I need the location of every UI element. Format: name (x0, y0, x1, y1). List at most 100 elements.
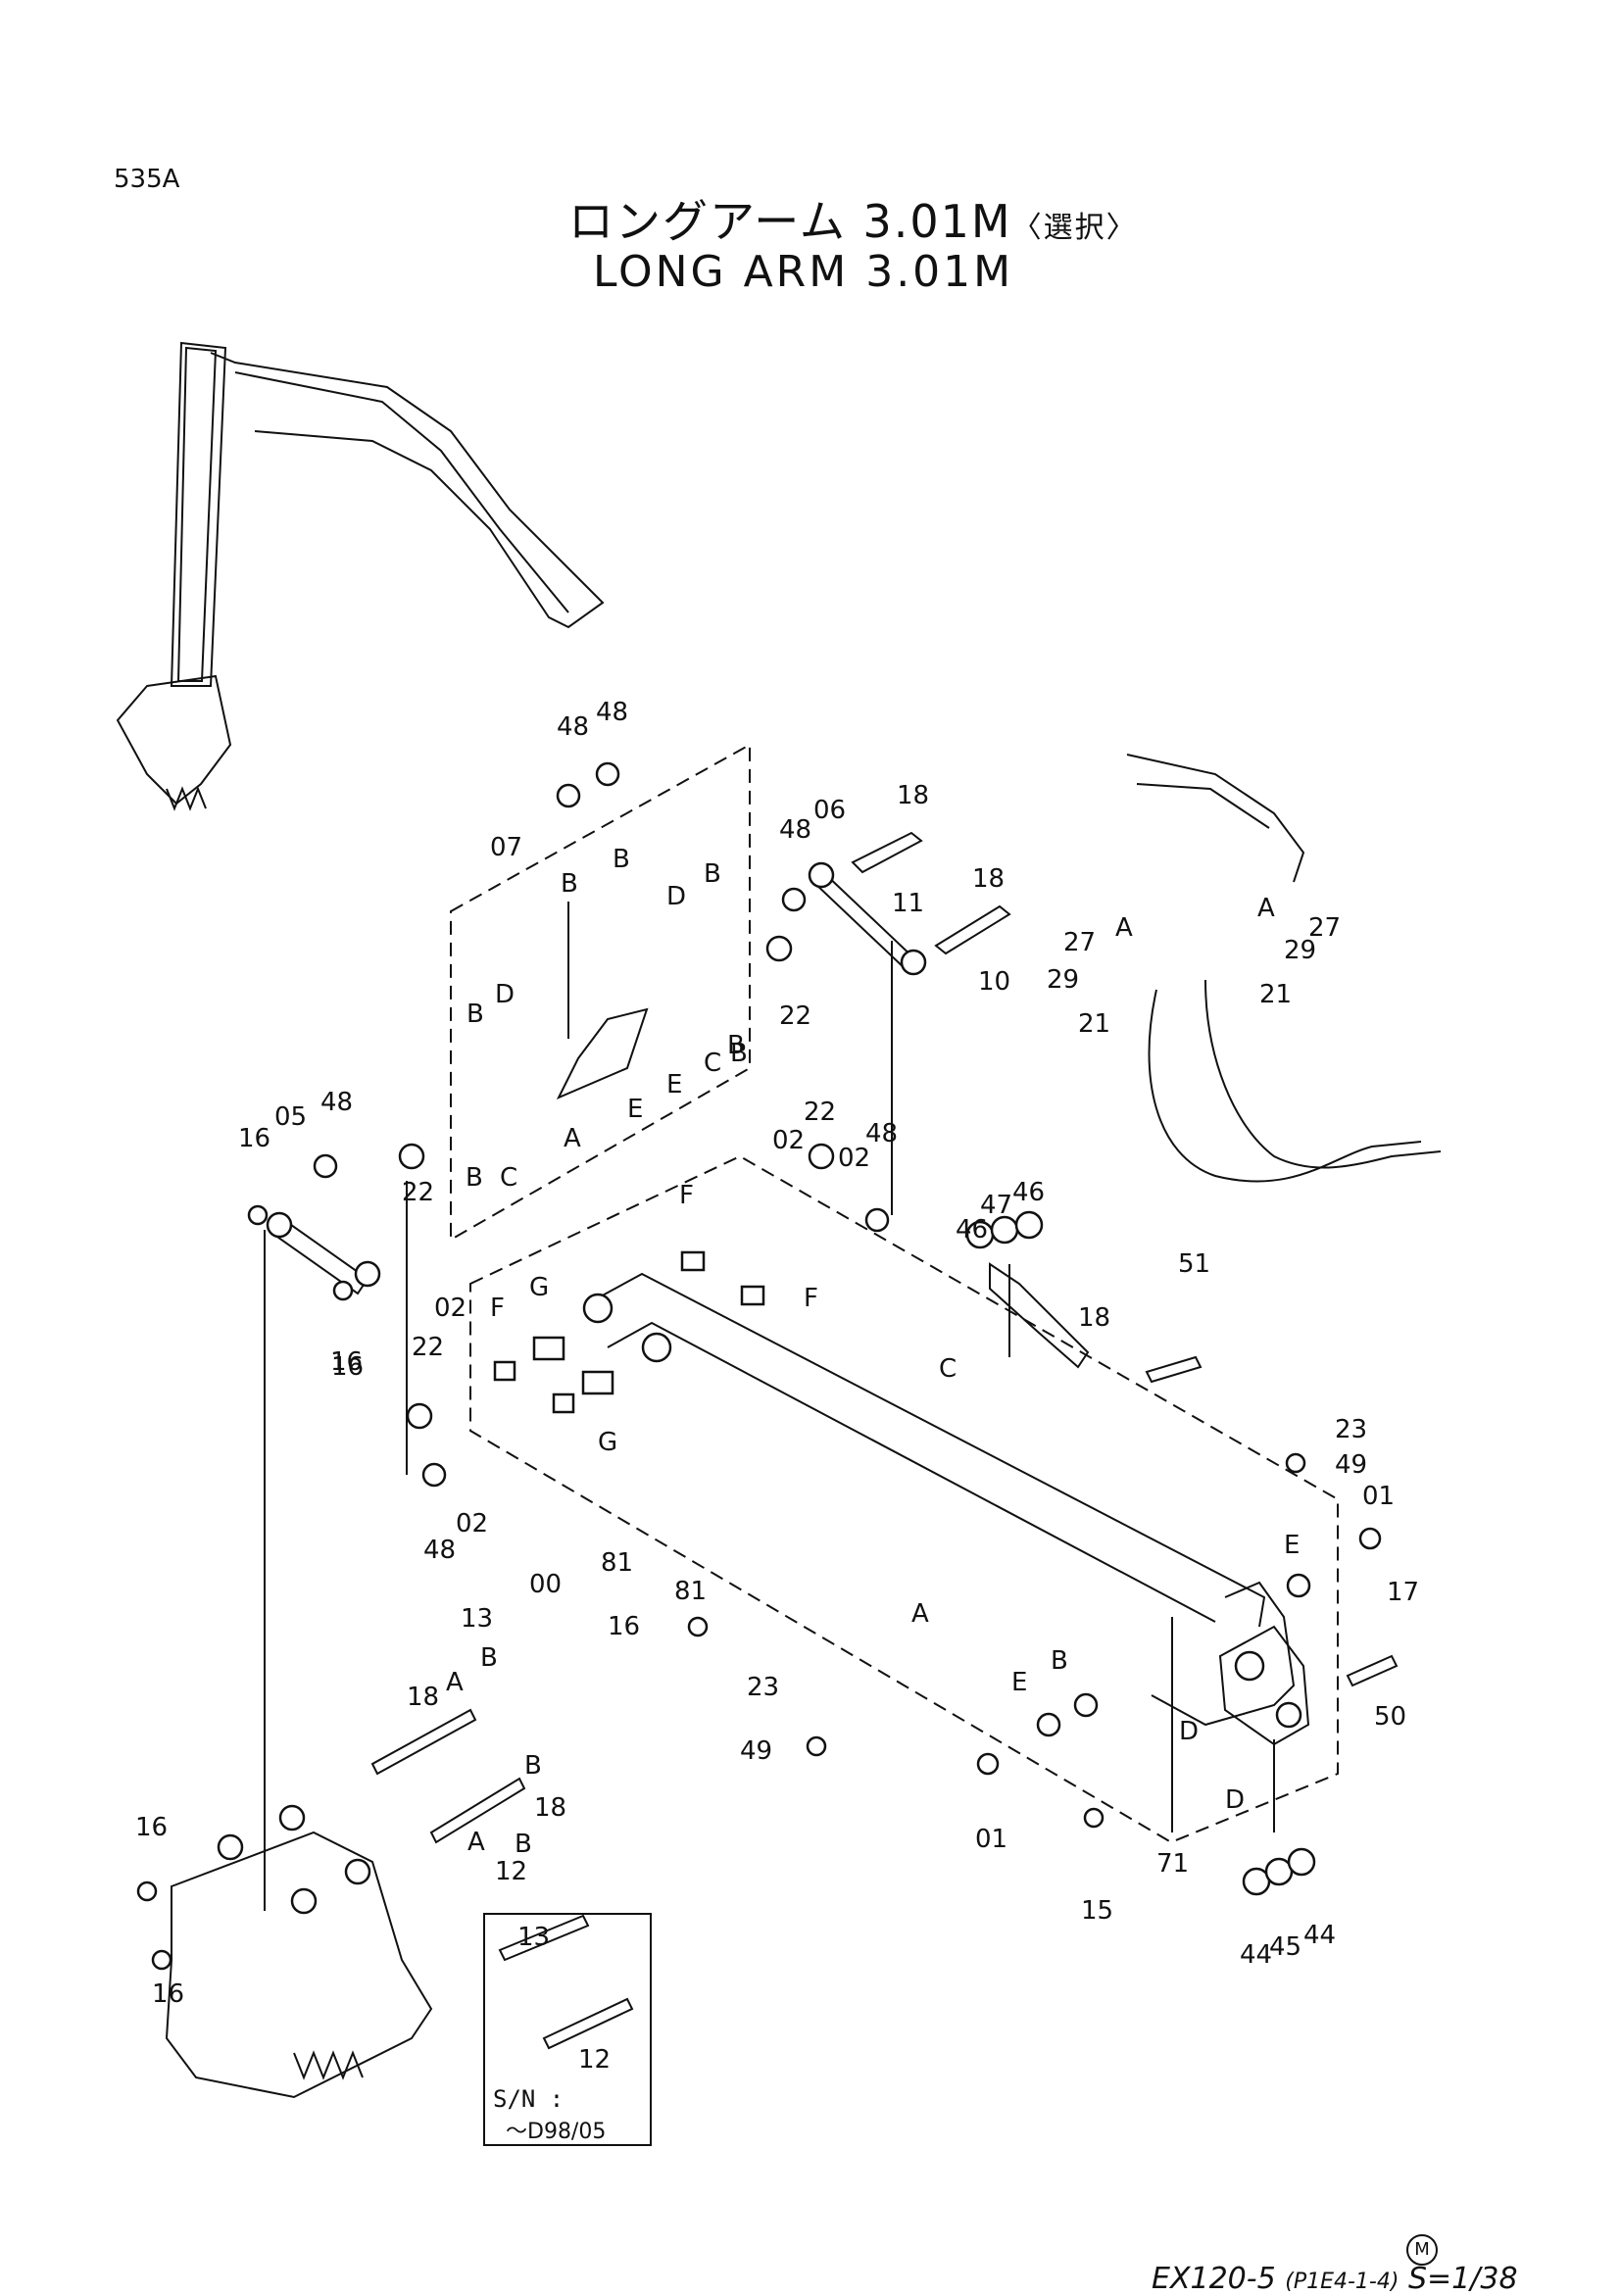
callout: 02 (456, 1509, 488, 1539)
valve-body-line (1126, 754, 1305, 883)
callout: 01 (975, 1825, 1007, 1854)
callout: 48 (423, 1536, 456, 1565)
link-06-bore-b (900, 949, 927, 976)
callout: 11 (892, 889, 924, 918)
leader-lines (264, 902, 1275, 1911)
inset-label-13: 13 (517, 1923, 550, 1952)
callout: 48 (320, 1088, 353, 1117)
link-bore (1275, 1701, 1302, 1729)
callout: 50 (1374, 1702, 1406, 1732)
callout: 23 (747, 1673, 779, 1702)
inset-labels: 13 12 (517, 1923, 611, 2075)
callout: 07 (490, 833, 522, 862)
links-and-pins (266, 831, 1399, 1844)
callout: 81 (601, 1548, 633, 1578)
arm-end-bracket (1151, 1581, 1296, 1727)
boom-inner (234, 371, 569, 613)
callout: 18 (972, 864, 1005, 894)
callout: 22 (804, 1098, 836, 1127)
callout: 18 (1078, 1303, 1110, 1333)
pin-51 (1145, 1355, 1203, 1384)
callout: 02 (434, 1294, 466, 1323)
link-05-bore-b (354, 1260, 381, 1288)
bushing-e1 (1286, 1573, 1311, 1598)
footer-scale: S=1/38 (1407, 2262, 1518, 2296)
grease-cap-49b (806, 1735, 827, 1757)
bushing-f1 (680, 1250, 706, 1272)
link-assembly-box (450, 743, 751, 1242)
arm-lug (989, 1262, 1090, 1369)
boom-outline (210, 352, 605, 629)
washer-48b (595, 761, 620, 787)
bushing-g1 (532, 1336, 565, 1361)
callout: 16 (331, 1352, 364, 1382)
callout: B (730, 1039, 748, 1068)
callout: 22 (779, 1001, 811, 1031)
callout: 18 (407, 1683, 439, 1712)
callout: 46 (956, 1215, 988, 1245)
link-05-bore-a (266, 1211, 293, 1239)
callout: 29 (1047, 965, 1079, 995)
callout: 21 (1078, 1009, 1110, 1039)
callout-labels: 48 48 07 B B D B 06 18 18 48 11 10 B D B… (135, 698, 1419, 2009)
bushing-f4 (552, 1392, 575, 1414)
maker-mark: M (1406, 2234, 1438, 2266)
callout: B (466, 1163, 483, 1193)
hose-21a (1148, 989, 1422, 1183)
inset-drawing (498, 1914, 634, 2050)
shim-46b (1014, 1210, 1044, 1240)
valve-body-line-2 (1136, 783, 1270, 829)
washer-22b (398, 1143, 425, 1170)
arm-top-edge (587, 1272, 1266, 1628)
washers-and-bushings (136, 761, 1382, 1971)
callout: D (1179, 1717, 1199, 1746)
callout: 16 (608, 1612, 640, 1641)
arm-bottom-edge (607, 1321, 1216, 1623)
page-id: 535A (114, 165, 180, 194)
bushing-e2 (1036, 1712, 1061, 1737)
link-06 (811, 870, 918, 972)
callout: 02 (838, 1144, 870, 1173)
bushing-b1 (1073, 1692, 1099, 1718)
bushing-01b (976, 1752, 1000, 1776)
hose-21b (1204, 979, 1442, 1169)
washer-48c (781, 887, 807, 912)
title-english: LONG ARM 3.01M (593, 247, 1014, 297)
callout: F (804, 1284, 818, 1313)
callout: 05 (274, 1102, 307, 1132)
inset-pin-13 (498, 1914, 590, 1962)
callout: 01 (1362, 1482, 1395, 1511)
callout: 23 (1335, 1415, 1367, 1444)
callout: A (564, 1124, 581, 1153)
title-japanese: ロングアーム 3.01M〈選択〉 (568, 186, 1138, 251)
callout: 81 (674, 1577, 707, 1606)
pin-11 (851, 831, 923, 874)
callout: G (529, 1273, 549, 1302)
hose-group (1126, 754, 1442, 1183)
callout: 16 (152, 1979, 184, 2009)
bucket-boss-d (344, 1858, 371, 1885)
callout: 48 (779, 815, 811, 845)
callout: 44 (1240, 1940, 1272, 1970)
washer-22d (406, 1402, 433, 1430)
callout: 27 (1063, 928, 1096, 957)
callout: 16 (330, 1347, 363, 1377)
arm-body (582, 1262, 1310, 1746)
arm-outline (170, 341, 227, 687)
callout: 49 (740, 1736, 772, 1766)
callout: 17 (1387, 1578, 1419, 1607)
callout: 44 (1303, 1921, 1336, 1950)
callout: D (666, 882, 686, 911)
callout: C (939, 1354, 957, 1384)
callout: 29 (1284, 936, 1316, 965)
callout: 02 (772, 1126, 805, 1155)
footer: EX120-5 (P1E4-1-4) S=1/38 (1152, 2262, 1518, 2296)
callout: A (446, 1668, 464, 1697)
callout: C (704, 1049, 721, 1078)
washer-48a (556, 783, 581, 808)
callout: G (598, 1428, 617, 1457)
callout: F (490, 1294, 505, 1323)
callout: B (524, 1751, 542, 1781)
callout: 06 (813, 796, 846, 825)
